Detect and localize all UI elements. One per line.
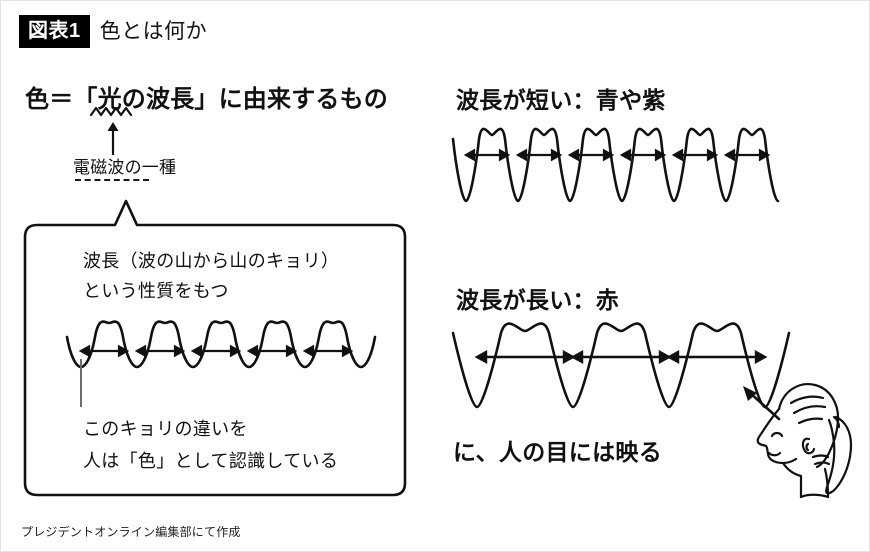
- figure-number-badge: 図表1: [19, 15, 90, 48]
- callout-line-3: このキョリの違いを: [83, 419, 248, 439]
- box-wave-diagram: [65, 307, 379, 417]
- dashed-underline-icon: [75, 179, 149, 181]
- callout-line-1: 波長（波の山から山のキョリ）: [83, 251, 340, 271]
- squiggle-underline-icon: [89, 105, 135, 119]
- short-wavelength-wave-diagram: [451, 125, 803, 211]
- long-wavelength-wave-diagram: [451, 319, 803, 419]
- figure-credit: プレジデントオンライン編集部にて作成: [21, 525, 241, 539]
- long-wavelength-heading: 波長が長い：赤: [456, 287, 620, 313]
- female-profile-head-icon: [739, 373, 855, 503]
- left-heading: 色＝「光の波長」に由来するもの: [25, 86, 388, 113]
- figure-title: 色とは何か: [99, 20, 208, 43]
- callout-line-4: 人は「色」として認識している: [83, 451, 339, 471]
- wavelength-callout-box: [23, 187, 407, 497]
- short-wavelength-heading: 波長が短い：青や紫: [456, 87, 666, 113]
- electromagnetic-wave-label: 電磁波の一種: [73, 158, 177, 177]
- figure-header: 図表1 色とは何か: [19, 15, 207, 48]
- up-arrow-icon: [105, 121, 121, 155]
- eye-perception-caption: に、人の目には映る: [453, 439, 663, 465]
- callout-line-2: という性質をもつ: [83, 281, 229, 301]
